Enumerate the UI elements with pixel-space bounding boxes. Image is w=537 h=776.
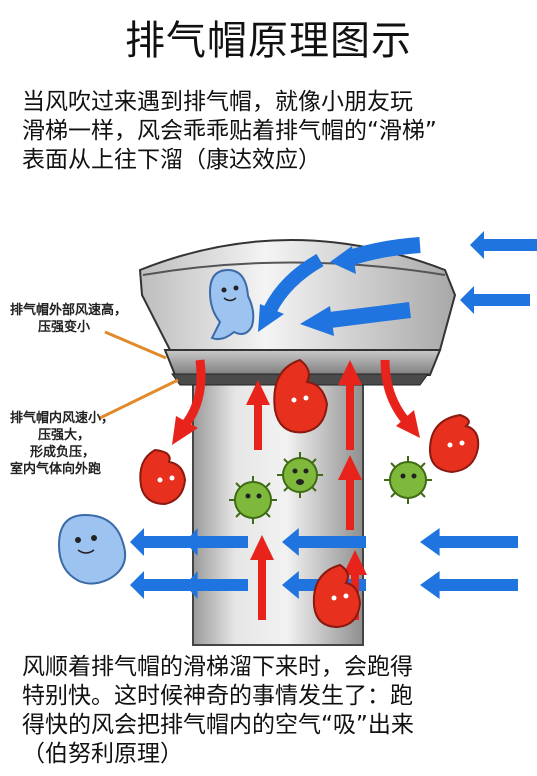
virus-icon [384,456,432,504]
wind-arrow-icon [330,237,421,274]
hot-air-character-icon [139,448,187,506]
leader-line-outer [104,330,167,360]
exhaust-cap-diagram [57,231,537,646]
wind-arrow-icon [300,302,411,336]
hot-air-character-icon [428,413,480,474]
airflow-arrow-icon [246,380,270,450]
airflow-arrow-icon [380,359,420,438]
virus-icon [277,452,323,498]
wind-arrow-icon [420,528,518,556]
airflow-arrow-icon [338,455,362,530]
label-line: 排气帽内风速小， [10,411,115,426]
airflow-arrow-icon [338,360,362,450]
intro-line: 滑梯一样，风会乖乖贴着排气帽的“滑梯” [22,118,437,144]
wind-arrow-icon [258,253,324,332]
outro-line: 得快的风会把排气帽内的空气“吸”出来 [22,712,414,738]
wind-character-icon [57,513,127,585]
hot-air-character-icon [312,563,362,629]
intro-line: 当风吹过来遇到排气帽，就像小朋友玩 [22,89,413,115]
wind-arrow-icon [470,231,537,259]
outro-line: 风顺着排气帽的滑梯溜下来时，会跑得 [22,654,413,680]
intro-paragraph: 当风吹过来遇到排气帽，就像小朋友玩 滑梯一样，风会乖乖贴着排气帽的“滑梯” 表面… [22,88,522,175]
wind-arrow-icon [420,571,518,599]
page-title: 排气帽原理图示 [125,18,412,64]
label-line: 室内气体向外跑 [10,462,102,477]
label-line: 压强变小 [38,320,91,335]
leader-line-inner [99,378,179,420]
wind-character-icon [208,268,255,341]
outro-paragraph: 风顺着排气帽的滑梯溜下来时，会跑得 特别快。这时候神奇的事情发生了：跑 得快的风… [22,653,522,769]
inner-pressure-label: 排气帽内风速小， 压强大， 形成负压， 室内气体向外跑 [10,410,150,478]
outro-line: （伯努利原理） [22,741,183,767]
hot-air-character-icon [273,358,329,434]
label-line: 压强大， [38,428,91,443]
label-line: 排气帽外部风速高， [10,303,128,318]
outer-pressure-label: 排气帽外部风速高， 压强变小 [10,302,160,336]
airflow-arrow-icon [172,359,206,445]
label-line: 形成负压， [30,445,96,460]
intro-line: 表面从上往下溜（康达效应） [22,147,321,173]
virus-icon [229,476,277,524]
wind-arrow-icon [460,286,530,314]
outro-line: 特别快。这时候神奇的事情发生了：跑 [22,683,413,709]
airflow-arrow-icon [250,535,274,620]
